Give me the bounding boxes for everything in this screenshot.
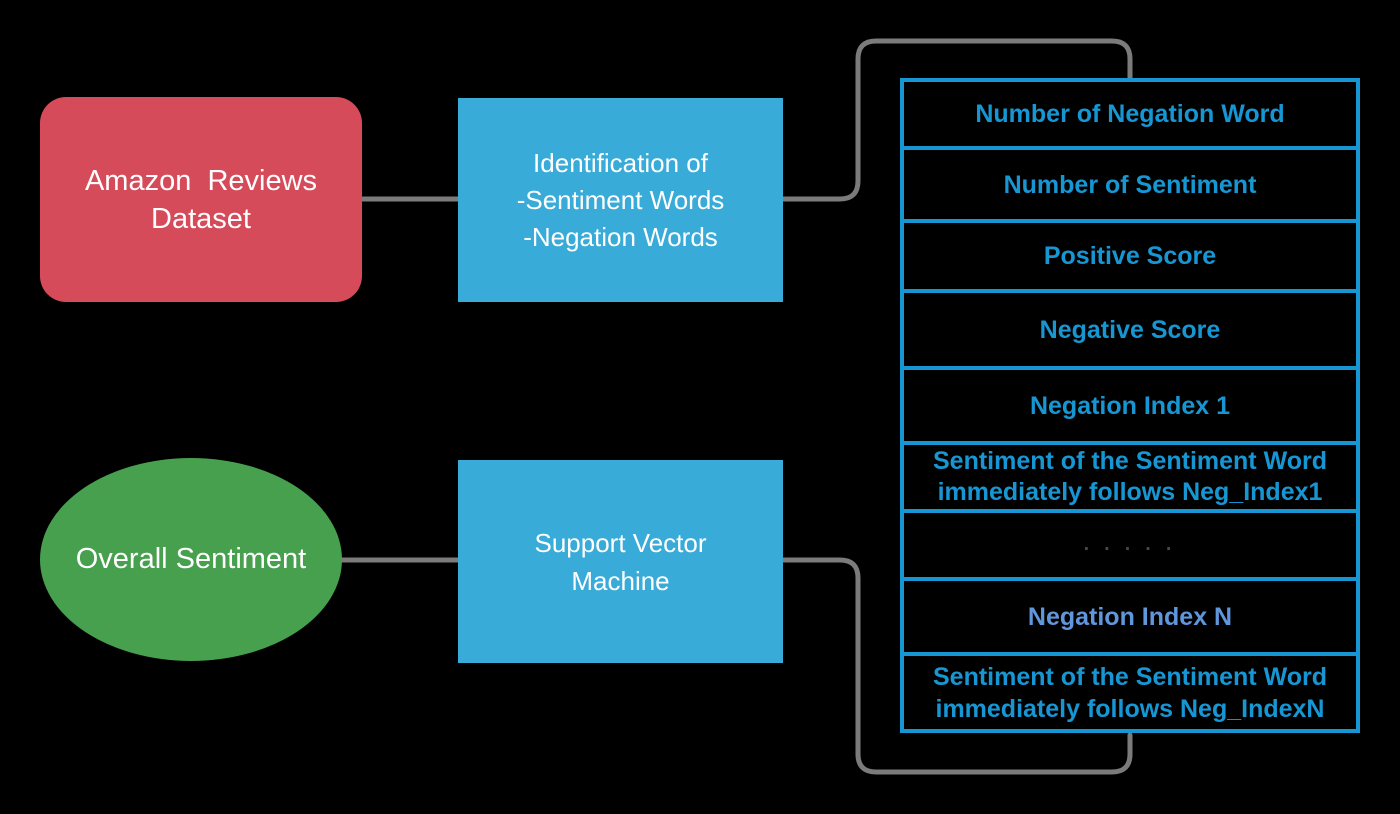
table-row-label: Negation Index 1 xyxy=(1029,391,1231,420)
node-support-vector-machine: Support Vector Machine xyxy=(458,460,783,663)
node-label-line: Identification of xyxy=(533,147,708,178)
connector-identification-to-table-top xyxy=(780,38,1133,202)
node-identification: Identification of -Sentiment Words -Nega… xyxy=(458,98,783,302)
table-row: Positive Score xyxy=(904,223,1356,293)
table-row-label: . . . . . xyxy=(1083,534,1177,555)
node-label-line: Amazon Reviews xyxy=(84,164,318,197)
table-row: Negative Score xyxy=(904,293,1356,370)
node-label-line: -Negation Words xyxy=(523,221,718,252)
table-row-label: Sentiment of the Sentiment Word xyxy=(933,447,1327,475)
table-row: . . . . . xyxy=(904,513,1356,581)
table-row: Number of Negation Word xyxy=(904,82,1356,150)
node-label-line: Dataset xyxy=(151,202,251,235)
table-row: Negation Index 1 xyxy=(904,370,1356,445)
table-row-label: Positive Score xyxy=(1043,242,1217,270)
table-row-label: Sentiment of the Sentiment Word xyxy=(933,662,1327,691)
table-row: Negation Index N xyxy=(904,581,1356,656)
connector-svm-to-table-bottom xyxy=(780,557,1133,775)
table-row: Sentiment of the Sentiment Word immediate… xyxy=(904,656,1356,729)
table-row-label: Negative Score xyxy=(1039,315,1221,344)
table-row: Sentiment of the Sentiment Word immediate… xyxy=(904,445,1356,513)
node-label-line: Machine xyxy=(571,565,670,596)
table-row-label: Number of Sentiment xyxy=(1003,170,1257,199)
node-overall-sentiment: Overall Sentiment xyxy=(40,458,342,661)
node-label-line: Support Vector xyxy=(534,527,707,558)
table-row-label: Negation Index N xyxy=(1027,602,1233,631)
table-row-label: Number of Negation Word xyxy=(975,100,1285,128)
node-amazon-reviews-dataset: Amazon Reviews Dataset xyxy=(40,97,362,302)
node-label-line: Overall Sentiment xyxy=(75,543,307,575)
table-row-label: immediately follows Neg_Index1 xyxy=(937,478,1323,506)
node-label-line: -Sentiment Words xyxy=(516,184,725,215)
table-row-label: immediately follows Neg_IndexN xyxy=(935,694,1325,723)
table-row: Number of Sentiment xyxy=(904,150,1356,223)
